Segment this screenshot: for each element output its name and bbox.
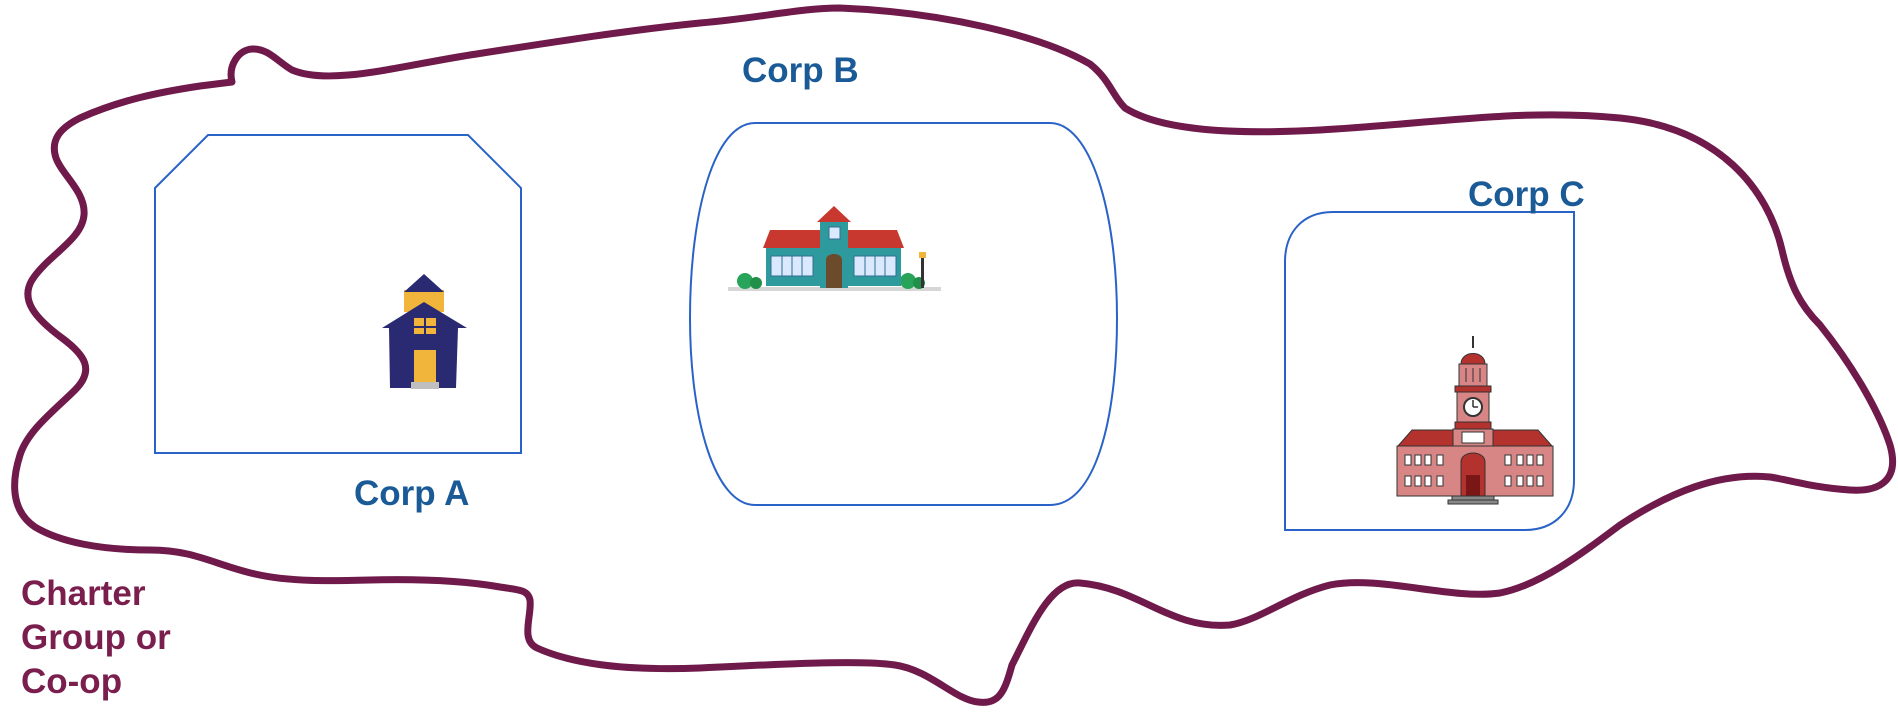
charter-group-outline xyxy=(11,4,1897,706)
corp-c-label: Corp C xyxy=(1468,175,1585,214)
clock-tower-building-icon xyxy=(1396,336,1554,505)
corp-a-boundary xyxy=(154,134,522,454)
corp-b-label: Corp B xyxy=(742,51,859,90)
corp-b-boundary xyxy=(688,122,1119,506)
small-schoolhouse-icon xyxy=(382,274,467,389)
corp-c-boundary xyxy=(1284,211,1575,531)
charter-group-label-line-3: Co-op xyxy=(21,662,123,701)
charter-group-label-line-1: Charter xyxy=(21,574,146,613)
charter-group-label-line-2: Group or xyxy=(21,618,171,657)
charter-group-label: Charter Group or Co-op xyxy=(21,572,281,704)
school-building-icon xyxy=(728,206,941,291)
corp-a-label: Corp A xyxy=(354,474,470,513)
